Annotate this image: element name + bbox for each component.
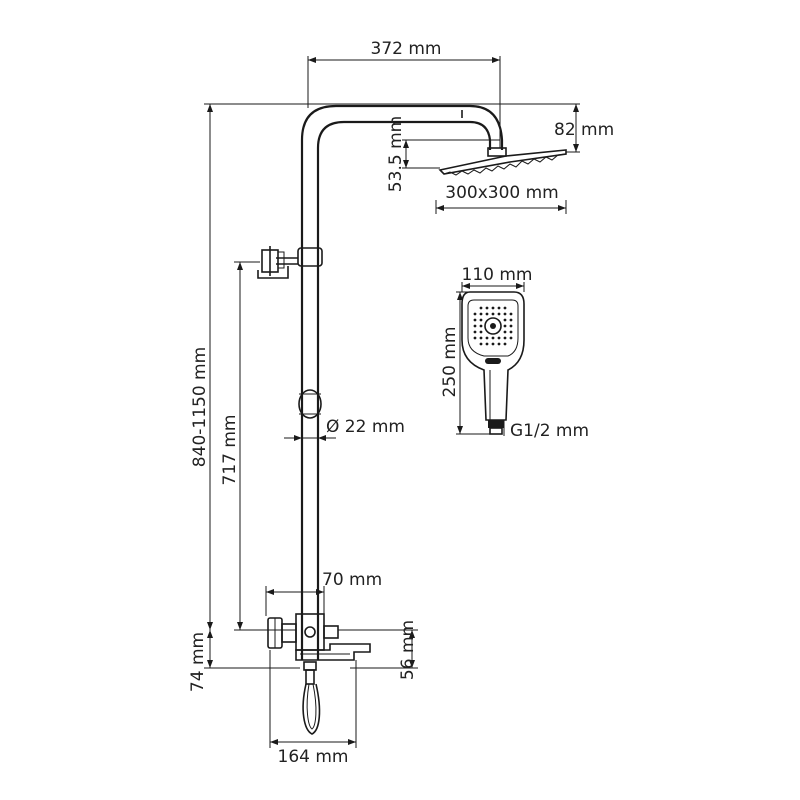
label-mixer-height: 74 mm [188,632,208,692]
label-head-size: 300x300 mm [445,183,558,203]
nozzle-dot [503,342,507,346]
nozzle-dot [473,324,477,328]
nozzle-dot [503,330,507,334]
nozzle-dot [497,342,501,346]
nozzle-dot [503,318,507,322]
label-spout-height: 56 mm [398,620,418,680]
label-head-height: 82 mm [554,120,614,140]
hand-shower [461,291,525,435]
label-mixer-width: 164 mm [278,747,349,767]
wall-bracket-upper [257,246,298,279]
label-head-thickness: 53.5 mm [386,116,406,192]
nozzle-dot [485,342,489,346]
label-holder-height: 717 mm [220,415,240,486]
nozzle-dot [509,330,513,334]
label-hand-width: 110 mm [462,265,533,285]
nozzle-dot [479,330,483,334]
nozzle-dot [509,336,513,340]
shower-head [438,147,567,176]
thermostatic-mixer [267,613,371,685]
nozzle-dot [509,318,513,322]
dimension-arrows [207,57,579,745]
shower-column [297,104,504,660]
dimension-lines [204,56,580,748]
nozzle-dot [485,312,489,316]
nozzle-dot [473,312,477,316]
nozzle-dot [503,312,507,316]
nozzle-dot [497,336,501,340]
nozzle-dot [497,306,501,310]
label-hose-thread: G1/2 mm [510,421,589,441]
nozzle-dot [485,306,489,310]
nozzle-dot [503,306,507,310]
label-mixer-offset: 70 mm [322,570,382,590]
nozzle-dot [491,336,495,340]
nozzle-dot [479,318,483,322]
nozzle-dot [503,324,507,328]
nozzle-dot [473,336,477,340]
nozzle-dot [497,312,501,316]
shower-hose [302,683,321,735]
nozzle-dot [473,318,477,322]
label-pipe-diameter: Ø 22 mm [326,417,405,437]
nozzle-dot [491,306,495,310]
nozzle-dot [479,306,483,310]
nozzle-dot [479,336,483,340]
hand-shower-nozzles [473,306,513,346]
label-total-height: 840-1150 mm [190,347,210,467]
nozzle-dot [485,336,489,340]
nozzle-dot [491,312,495,316]
nozzle-dot [473,330,477,334]
nozzle-dot [509,324,513,328]
nozzle-dot [491,342,495,346]
nozzle-dot [479,312,483,316]
nozzle-dot [503,336,507,340]
nozzle-dot [479,342,483,346]
nozzle-dot [479,324,483,328]
label-arm-reach: 372 mm [371,39,442,59]
nozzle-dot [509,312,513,316]
label-hand-length: 250 mm [440,327,460,398]
